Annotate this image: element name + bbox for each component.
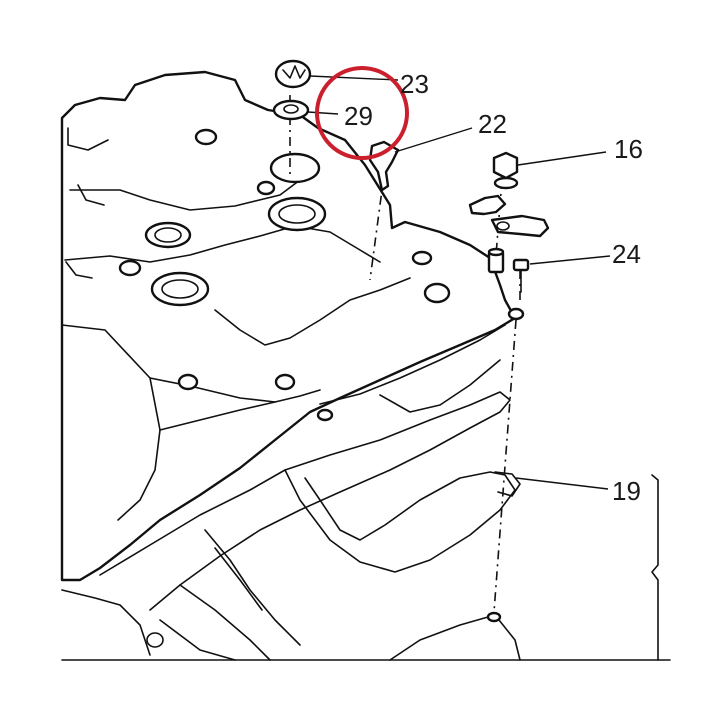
cover-channel (319, 324, 506, 405)
cover-rib-b (77, 184, 105, 206)
assembly-line-22 (369, 174, 385, 281)
head-rib (214, 547, 263, 611)
leader-29 (307, 111, 339, 115)
label-19: 19 (612, 476, 641, 506)
oil-filler (144, 221, 192, 249)
nut-16-washer (493, 176, 519, 190)
leader-24 (529, 255, 611, 265)
clip-23-body (274, 59, 312, 89)
cover-ridge-5 (159, 401, 276, 431)
label-29: 29 (344, 101, 373, 131)
plug-well-2 (150, 271, 210, 307)
boss-4 (423, 282, 451, 304)
bolt-24-head (512, 258, 530, 272)
ground-strap (468, 194, 550, 238)
cover-ridge-3 (214, 277, 411, 346)
gasket-lower-run-2 (159, 619, 236, 661)
washer-29-outer (272, 99, 310, 121)
ground-strap-hole (496, 221, 510, 231)
gasket (99, 391, 521, 661)
ground-strap-terminal (468, 194, 507, 216)
bolt-hole-front (316, 408, 334, 422)
leader-19 (515, 477, 609, 490)
stud-16 (487, 247, 505, 274)
head-edge-left (61, 589, 151, 656)
leader-lines (307, 75, 611, 490)
head-upper-line (204, 529, 301, 646)
boss-7 (177, 373, 199, 391)
boss-5 (411, 250, 433, 266)
valve-cover-outline (60, 70, 517, 582)
assembly-line-19 (493, 319, 517, 613)
leader-22 (394, 127, 473, 153)
cylinder-head (61, 529, 671, 661)
part-24-bolt (512, 258, 530, 293)
ground-strap-lug (490, 214, 550, 238)
clip-23-teeth (282, 65, 306, 79)
cover-channel-2 (379, 359, 501, 413)
cover-rib-c (65, 261, 93, 279)
label-23: 23 (400, 69, 429, 99)
head-bolt-hole (146, 632, 164, 648)
assembly-lines (289, 95, 521, 613)
leader-16 (517, 151, 607, 166)
bolt-hole-rear (507, 307, 525, 321)
plug-well-1 (267, 196, 327, 232)
valve-cover (60, 70, 517, 582)
label-24: 24 (612, 239, 641, 269)
part-16-nut (492, 151, 519, 190)
gasket-lower-run (179, 584, 271, 661)
label-16: 16 (614, 134, 643, 164)
boss-1 (194, 128, 218, 146)
gasket-outer (99, 391, 511, 611)
cover-ridge-1 (69, 179, 301, 211)
boss-3 (118, 259, 142, 277)
gasket-tab (494, 471, 521, 497)
plug-well-3 (269, 152, 321, 184)
cover-ridge-2 (64, 225, 381, 263)
boss-6 (274, 373, 296, 391)
head-edge-right (389, 614, 521, 661)
washer-29-inner (283, 104, 299, 114)
gasket-inner-loop (284, 469, 516, 573)
plug-well-2-inner (161, 279, 199, 299)
part-23-clip (274, 59, 312, 89)
cover-bosses (118, 128, 525, 623)
plug-well-1-inner (278, 204, 316, 224)
oil-filler-inner (154, 227, 182, 243)
assembly-line-16 (495, 179, 503, 256)
bracket-19 (651, 474, 659, 661)
boss-2 (256, 180, 276, 196)
highlight-circle (315, 66, 409, 160)
part-29-washer (272, 99, 310, 121)
cover-rib-a (67, 127, 109, 151)
label-22: 22 (478, 109, 507, 139)
stud-lower (486, 611, 502, 623)
nut-16 (492, 151, 519, 180)
plug-wells (144, 152, 327, 307)
stud-16-top (487, 247, 505, 257)
leader-23 (309, 75, 399, 81)
